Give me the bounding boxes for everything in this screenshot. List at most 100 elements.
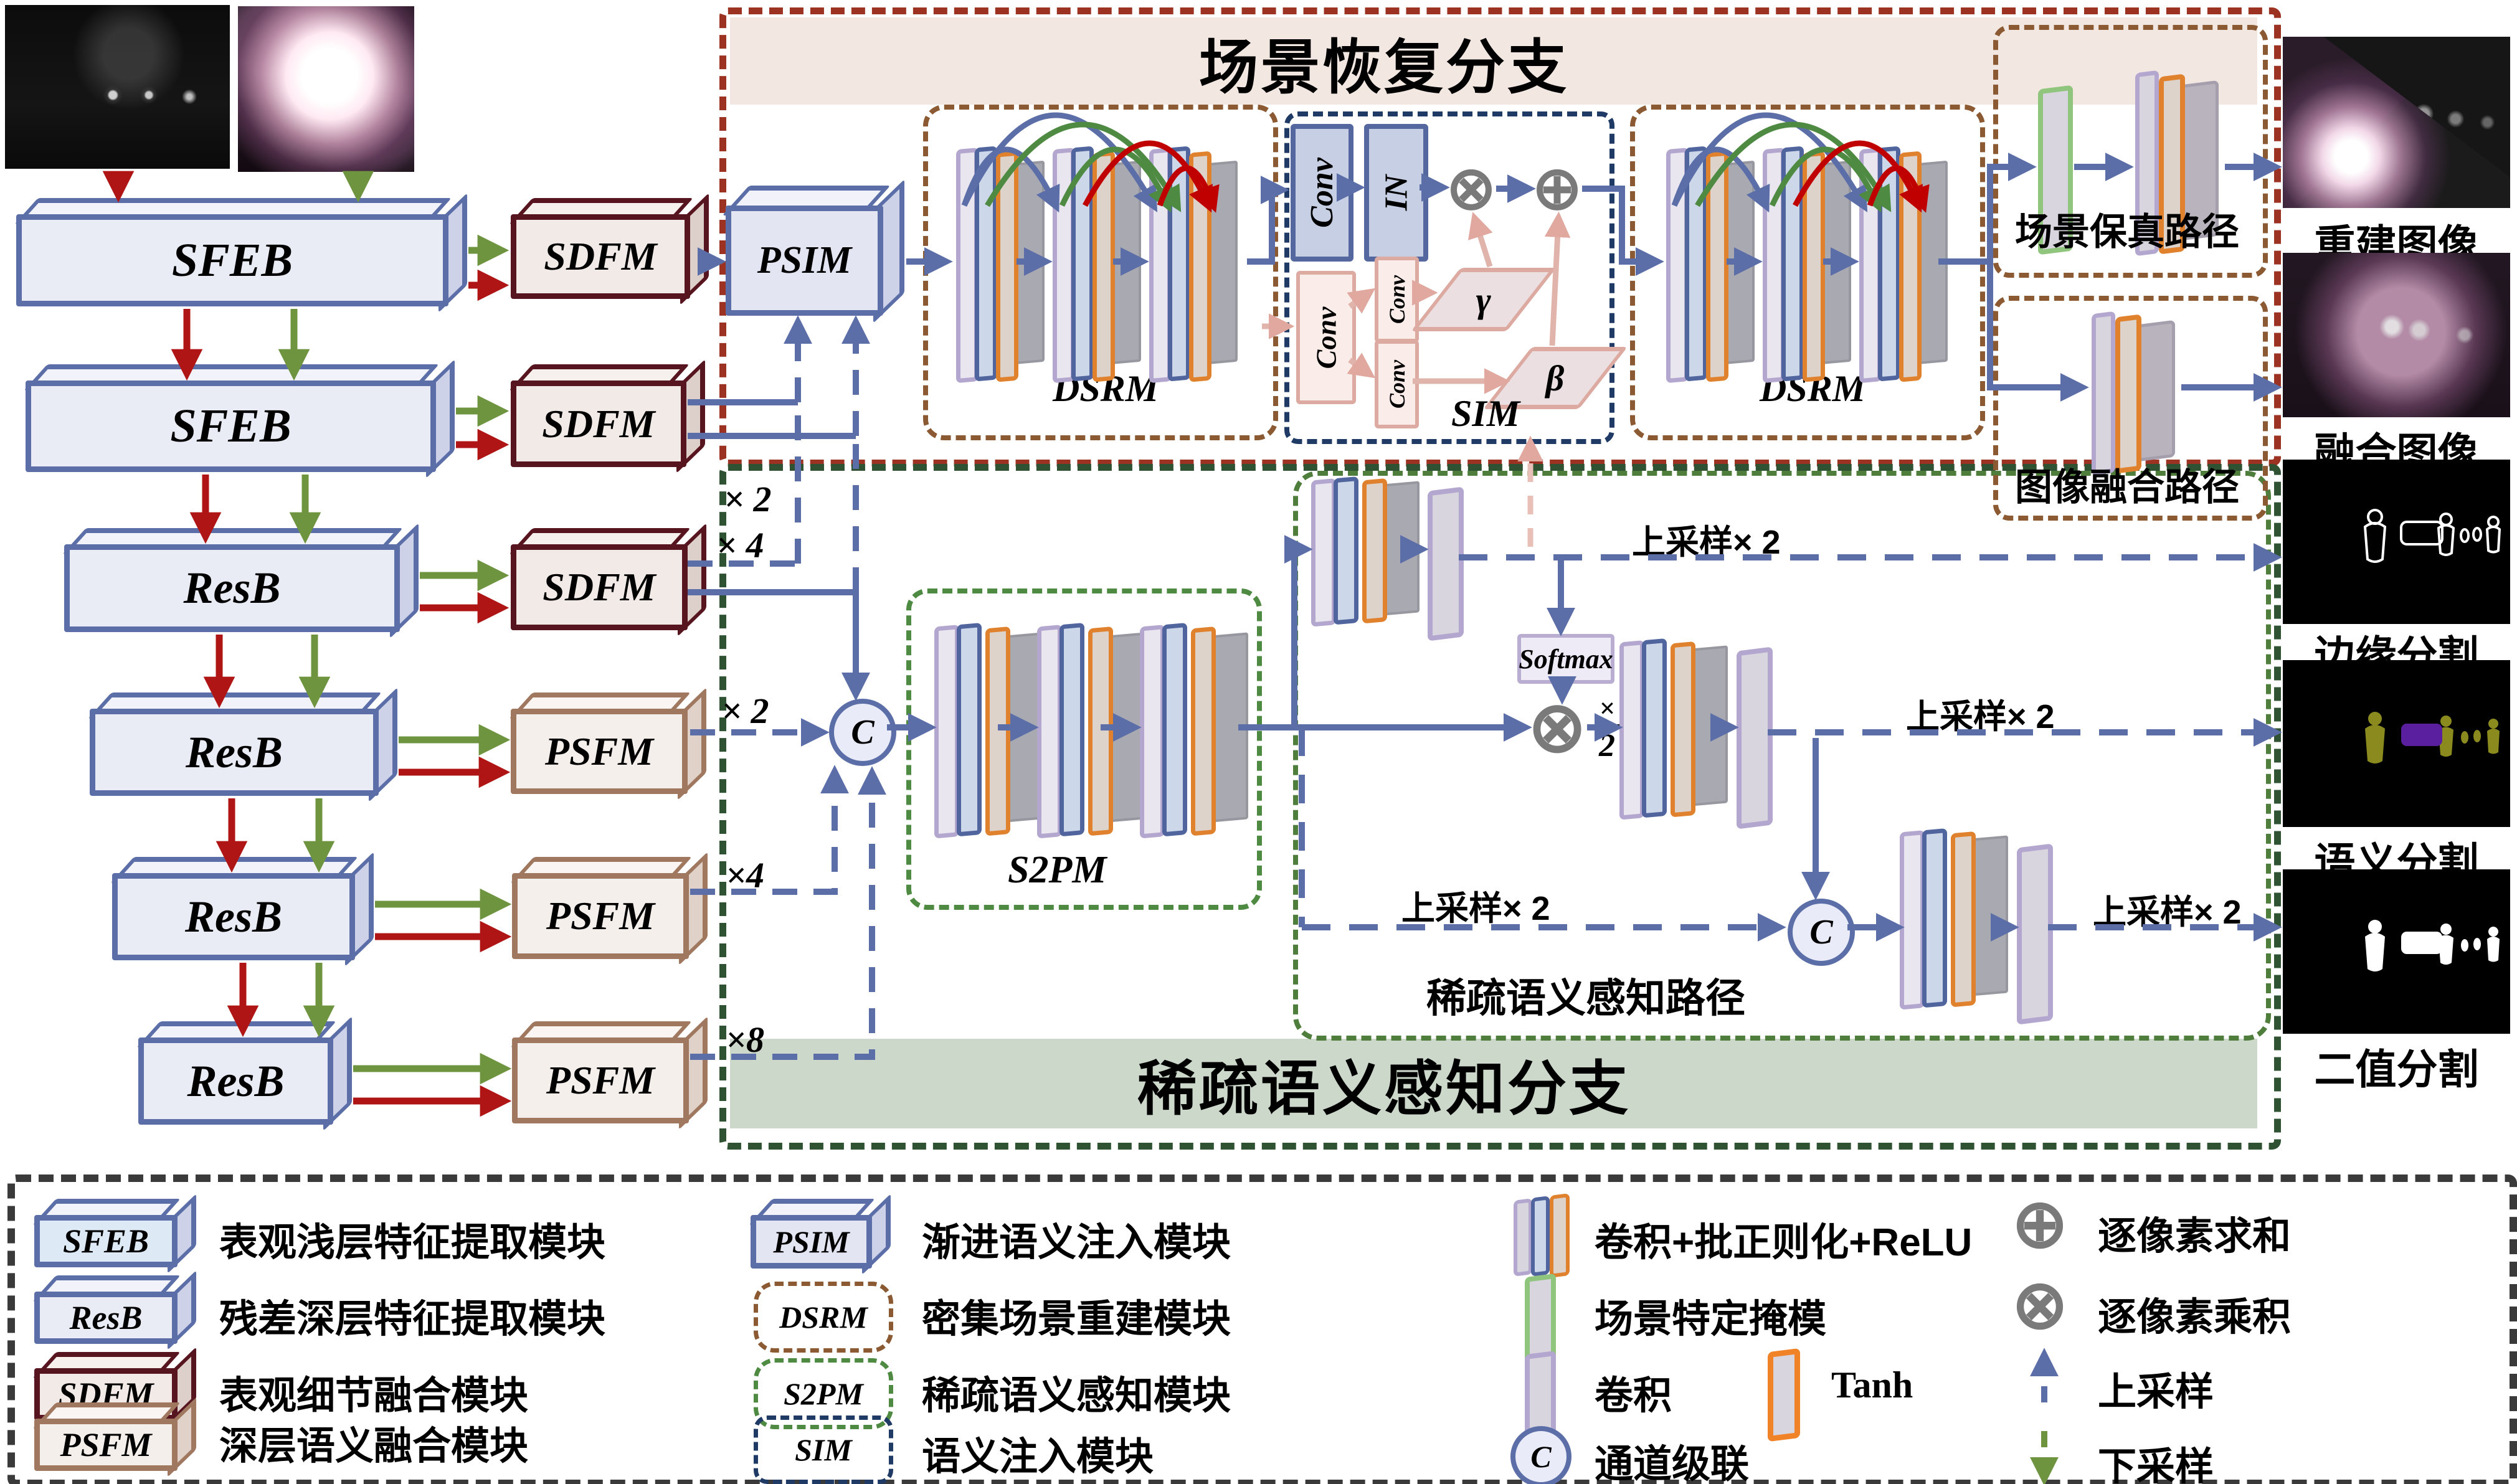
psim-label: PSIM bbox=[757, 239, 852, 281]
concat2-label: C bbox=[1809, 913, 1833, 952]
dsrm1-stack1 bbox=[956, 143, 1045, 384]
s2pm-stack1 bbox=[934, 618, 1043, 839]
legend-convbn-desc: 卷积+批正则化+ReLU bbox=[1595, 1221, 1973, 1264]
dsrm2-stack2 bbox=[1763, 143, 1851, 384]
output-binary-seg-label: 二值分割 bbox=[2314, 1046, 2479, 1092]
s2pm-stack3 bbox=[1140, 618, 1248, 839]
legend-resb-desc: 残差深层特征提取模块 bbox=[219, 1298, 606, 1341]
fusion-block-psfm2: PSFM bbox=[510, 851, 708, 966]
legend-psim-text: PSIM bbox=[773, 1224, 850, 1259]
legend-add-desc: 逐像素求和 bbox=[2098, 1215, 2292, 1258]
encoder-block-sfeb2: SFEB bbox=[24, 359, 455, 479]
psfm2-label: PSFM bbox=[546, 894, 655, 938]
upsample-label-semantic: 上采样× 2 bbox=[1906, 698, 2055, 735]
sparse-plane2 bbox=[1737, 646, 1773, 829]
legend-s2pm-icon: S2PM bbox=[754, 1358, 893, 1429]
dsrm1-stack2 bbox=[1053, 143, 1141, 384]
scene-restoration-branch-box bbox=[719, 7, 2281, 466]
scene-restoration-title: 场景恢复分支 bbox=[1198, 34, 1569, 101]
legend-sfeb-icon: SFEB bbox=[32, 1193, 196, 1274]
resb1-label: ResB bbox=[183, 563, 281, 613]
concat1-circle: C bbox=[829, 699, 896, 766]
legend-s2pm-desc: 稀疏语义感知模块 bbox=[922, 1374, 1231, 1417]
sparse-path-box bbox=[1293, 471, 2271, 1041]
dsrm1-stack3 bbox=[1149, 143, 1238, 384]
sim-beta-label: β bbox=[1546, 357, 1565, 399]
legend-multiply-desc: 逐像素乘积 bbox=[2098, 1296, 2292, 1339]
sim-pink-conv-label: Conv bbox=[1310, 306, 1342, 369]
sparse-plane3 bbox=[2017, 843, 2053, 1025]
sdfm3-label: SDFM bbox=[543, 565, 656, 609]
output-reconstructed-image bbox=[2283, 37, 2510, 208]
sim-label: SIM bbox=[1451, 393, 1520, 434]
sparse-semantic-title: 稀疏语义感知分支 bbox=[1137, 1056, 1631, 1122]
legend-concat-icon: C bbox=[1510, 1426, 1571, 1484]
sdfm2-label: SDFM bbox=[542, 401, 655, 446]
legend-concat-desc: 通道级联 bbox=[1595, 1443, 1750, 1484]
sim-pink-conv-small2-label: Conv bbox=[1384, 359, 1410, 409]
psfm3-label: PSFM bbox=[546, 1058, 655, 1102]
psfm3-multiplier: ×8 bbox=[726, 1019, 765, 1060]
sparse-plane1 bbox=[1428, 486, 1464, 641]
upsample-label-edge: 上采样× 2 bbox=[1632, 524, 1781, 561]
sim-pink-conv-box: Conv bbox=[1296, 271, 1356, 404]
sim-conv-box: Conv bbox=[1291, 124, 1353, 262]
legend-resb-text: ResB bbox=[69, 1299, 143, 1336]
encoder-block-resb2: ResB bbox=[88, 687, 397, 803]
sim-box bbox=[1284, 111, 1614, 444]
legend-sim-icon: SIM bbox=[754, 1415, 893, 1484]
legend-resb-icon: ResB bbox=[32, 1270, 196, 1351]
output-fused-image bbox=[2283, 253, 2510, 417]
sim-pink-conv-small1-label: Conv bbox=[1384, 275, 1410, 324]
sparse-stack3 bbox=[1900, 824, 2008, 1010]
fusion-block-sdfm3: SDFM bbox=[509, 522, 706, 637]
sparse-path-label: 稀疏语义感知路径 bbox=[1426, 976, 1745, 1021]
legend-box bbox=[7, 1174, 2517, 1484]
fidelity-path-label: 场景保真路径 bbox=[2015, 210, 2239, 253]
sim-multiply-icon: ⊗ bbox=[1446, 155, 1497, 222]
sim-gamma-label: γ bbox=[1476, 279, 1492, 320]
binary-seg-shapes bbox=[2365, 920, 2500, 971]
legend-s2pm-text: S2PM bbox=[784, 1376, 863, 1411]
encoder-block-resb3: ResB bbox=[110, 851, 374, 967]
sim-pink-conv-small2-box: Conv bbox=[1375, 340, 1419, 428]
fusion-block-psfm1: PSFM bbox=[509, 687, 706, 801]
psim-multiplier: × 2 bbox=[724, 479, 772, 519]
legend-tanh-icon bbox=[1768, 1348, 1800, 1442]
legend-mask-icon bbox=[1525, 1273, 1556, 1364]
softmax-label: Softmax bbox=[1519, 643, 1613, 674]
encoder-block-resb4: ResB bbox=[136, 1016, 352, 1132]
input-visible-image bbox=[238, 6, 414, 172]
resb3-label: ResB bbox=[184, 891, 283, 942]
legend-mask-desc: 场景特定掩模 bbox=[1595, 1298, 1827, 1341]
legend-psfm-icon: PSFM bbox=[32, 1397, 196, 1478]
legend-sfeb-text: SFEB bbox=[62, 1222, 149, 1260]
legend-psfm-text: PSFM bbox=[60, 1426, 152, 1463]
legend-concat-letter: C bbox=[1530, 1439, 1552, 1474]
s2pm-box bbox=[906, 588, 1262, 910]
softmax-box: Softmax bbox=[1517, 634, 1614, 684]
psfm1-label: PSFM bbox=[544, 729, 654, 773]
legend-downsample-desc: 下采样 bbox=[2098, 1445, 2214, 1484]
sparse-multiply-icon: ⊗ bbox=[1528, 688, 1586, 766]
encoder-block-sfeb1: SFEB bbox=[14, 192, 467, 313]
sdfm3-multiplier: × 4 bbox=[716, 525, 764, 565]
dsrm2-stack1 bbox=[1666, 143, 1755, 384]
legend-dsrm-text: DSRM bbox=[779, 1300, 868, 1335]
legend-psfm-desc: 深层语义融合模块 bbox=[219, 1425, 529, 1468]
psfm2-multiplier: ×4 bbox=[726, 855, 765, 896]
legend-sdfm-desc: 表观细节融合模块 bbox=[219, 1374, 529, 1417]
sfeb1-label: SFEB bbox=[171, 234, 293, 286]
output-edge-seg-image bbox=[2283, 460, 2510, 624]
fusion-path-box bbox=[1993, 296, 2268, 521]
psfm1-multiplier: × 2 bbox=[721, 691, 769, 731]
sim-conv-label: Conv bbox=[1304, 158, 1340, 228]
upsample-label-lower: 上采样× 2 bbox=[1401, 890, 1550, 927]
legend-psim-icon: PSIM bbox=[749, 1193, 891, 1275]
fusion-block-sdfm1: SDFM bbox=[509, 192, 709, 306]
legend-dsrm-desc: 密集场景重建模块 bbox=[922, 1298, 1231, 1341]
fusion-path-label: 图像融合路径 bbox=[2015, 466, 2239, 508]
fusion-conv-tanh-stack bbox=[2092, 311, 2179, 476]
output-binary-seg-image bbox=[2283, 869, 2510, 1034]
